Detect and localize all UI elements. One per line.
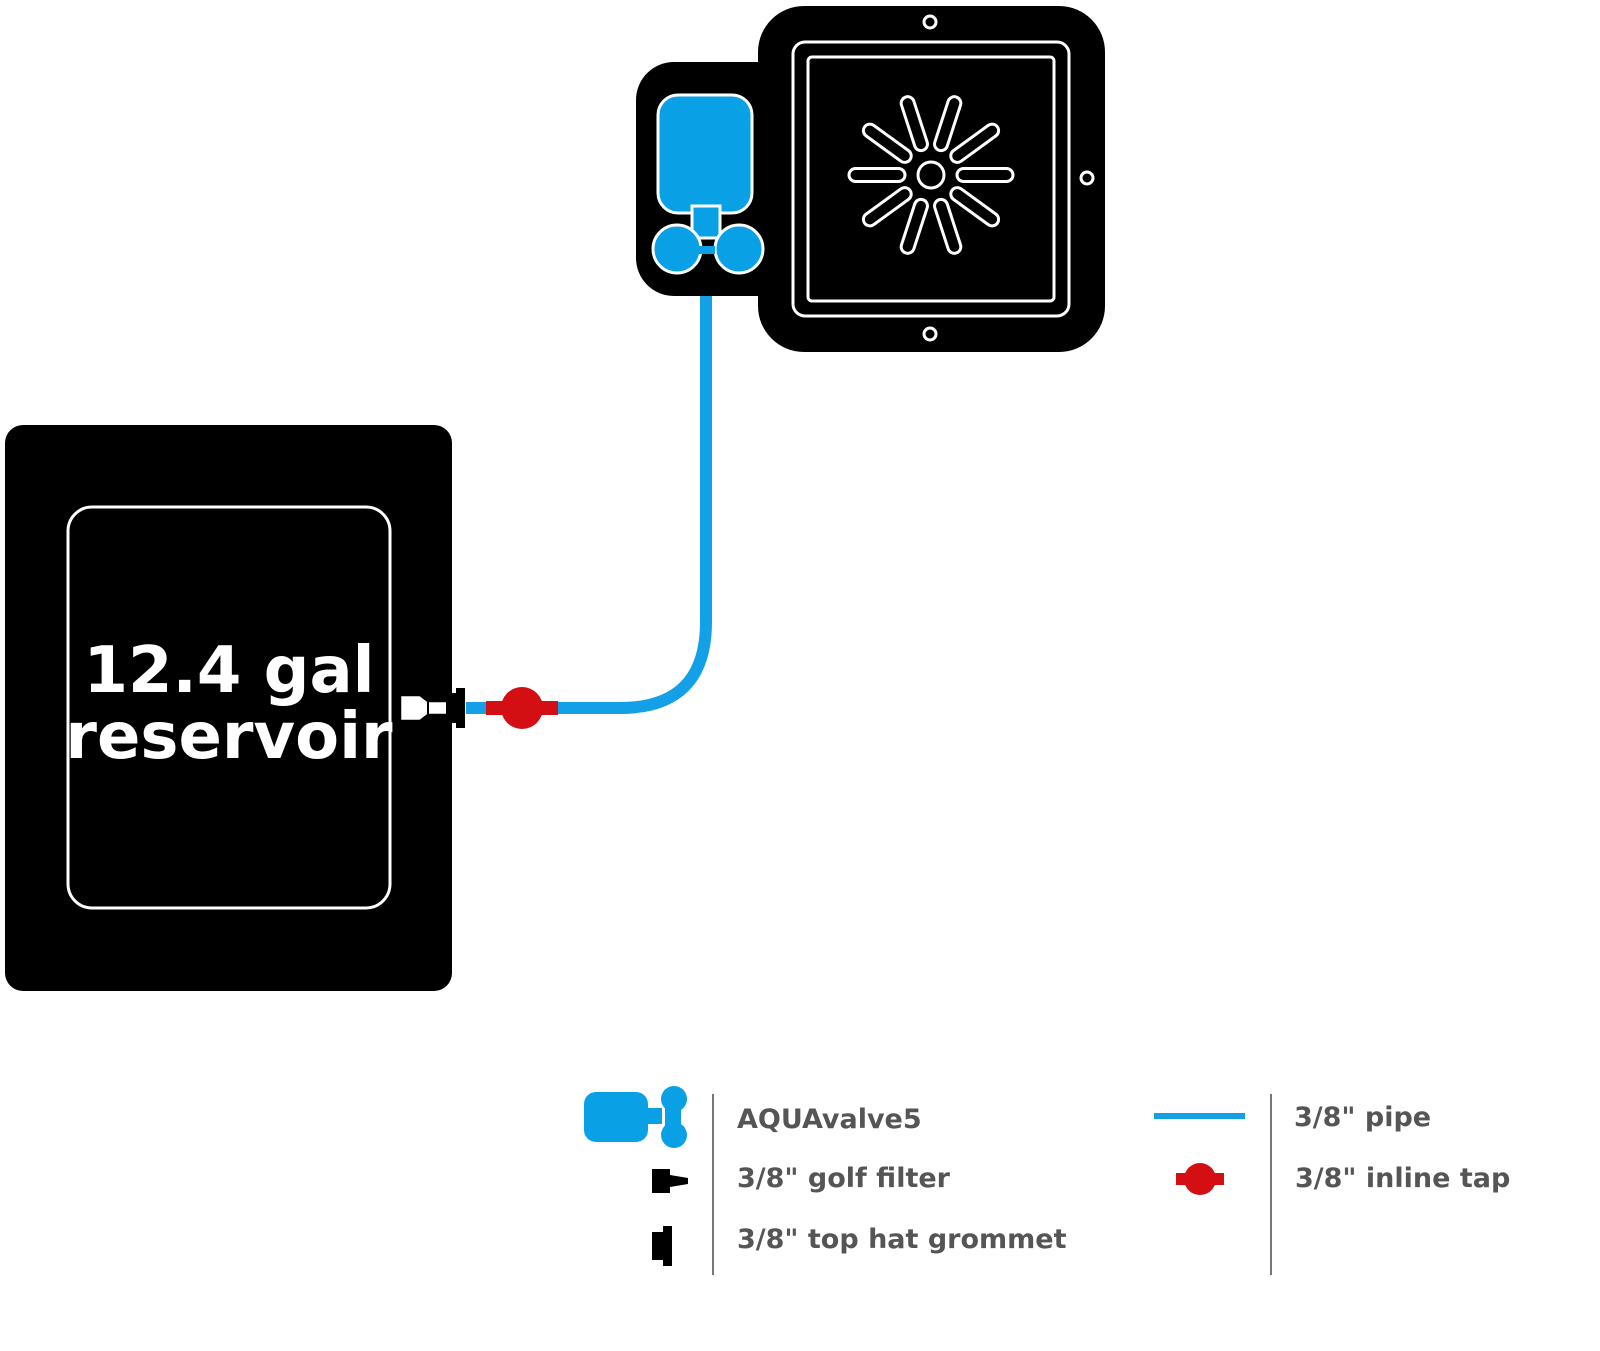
pipe (466, 246, 712, 714)
legend-label-grommet: 3/8" top hat grommet (737, 1224, 1067, 1255)
legend-label-inline-tap: 3/8" inline tap (1295, 1163, 1510, 1194)
dripper-ray (861, 122, 913, 164)
top-hat-grommet (446, 688, 465, 728)
dripper-ray (861, 186, 913, 228)
inline-tap (486, 687, 558, 729)
inline-tap-icon (1176, 1163, 1224, 1195)
dripper-icon (847, 95, 1015, 255)
reservoir-label-line2: reservoir (65, 700, 393, 774)
dripper-ray (899, 197, 929, 255)
aquavalve-unit (651, 93, 765, 275)
dripper-ray (933, 95, 963, 153)
legend-label-golf-filter: 3/8" golf filter (737, 1163, 951, 1194)
dripper-ray (933, 197, 963, 255)
grommet-icon (652, 1226, 672, 1266)
aquavalve-icon (584, 1086, 687, 1148)
pot (636, 6, 1105, 352)
golf-filter-icon (652, 1169, 688, 1193)
dripper-ray (955, 167, 1015, 183)
legend: AQUAvalve5 3/8" golf filter 3/8" top hat… (584, 1086, 1510, 1275)
legend-label-aquavalve: AQUAvalve5 (737, 1104, 922, 1135)
dripper-ray (949, 186, 1001, 228)
reservoir-label-line1: 12.4 gal (83, 634, 374, 708)
legend-label-pipe: 3/8" pipe (1294, 1102, 1431, 1133)
dripper-ray (899, 95, 929, 153)
reservoir: 12.4 gal reservoir (5, 425, 452, 991)
dripper-ray (949, 122, 1001, 164)
dripper-ray (847, 167, 907, 183)
